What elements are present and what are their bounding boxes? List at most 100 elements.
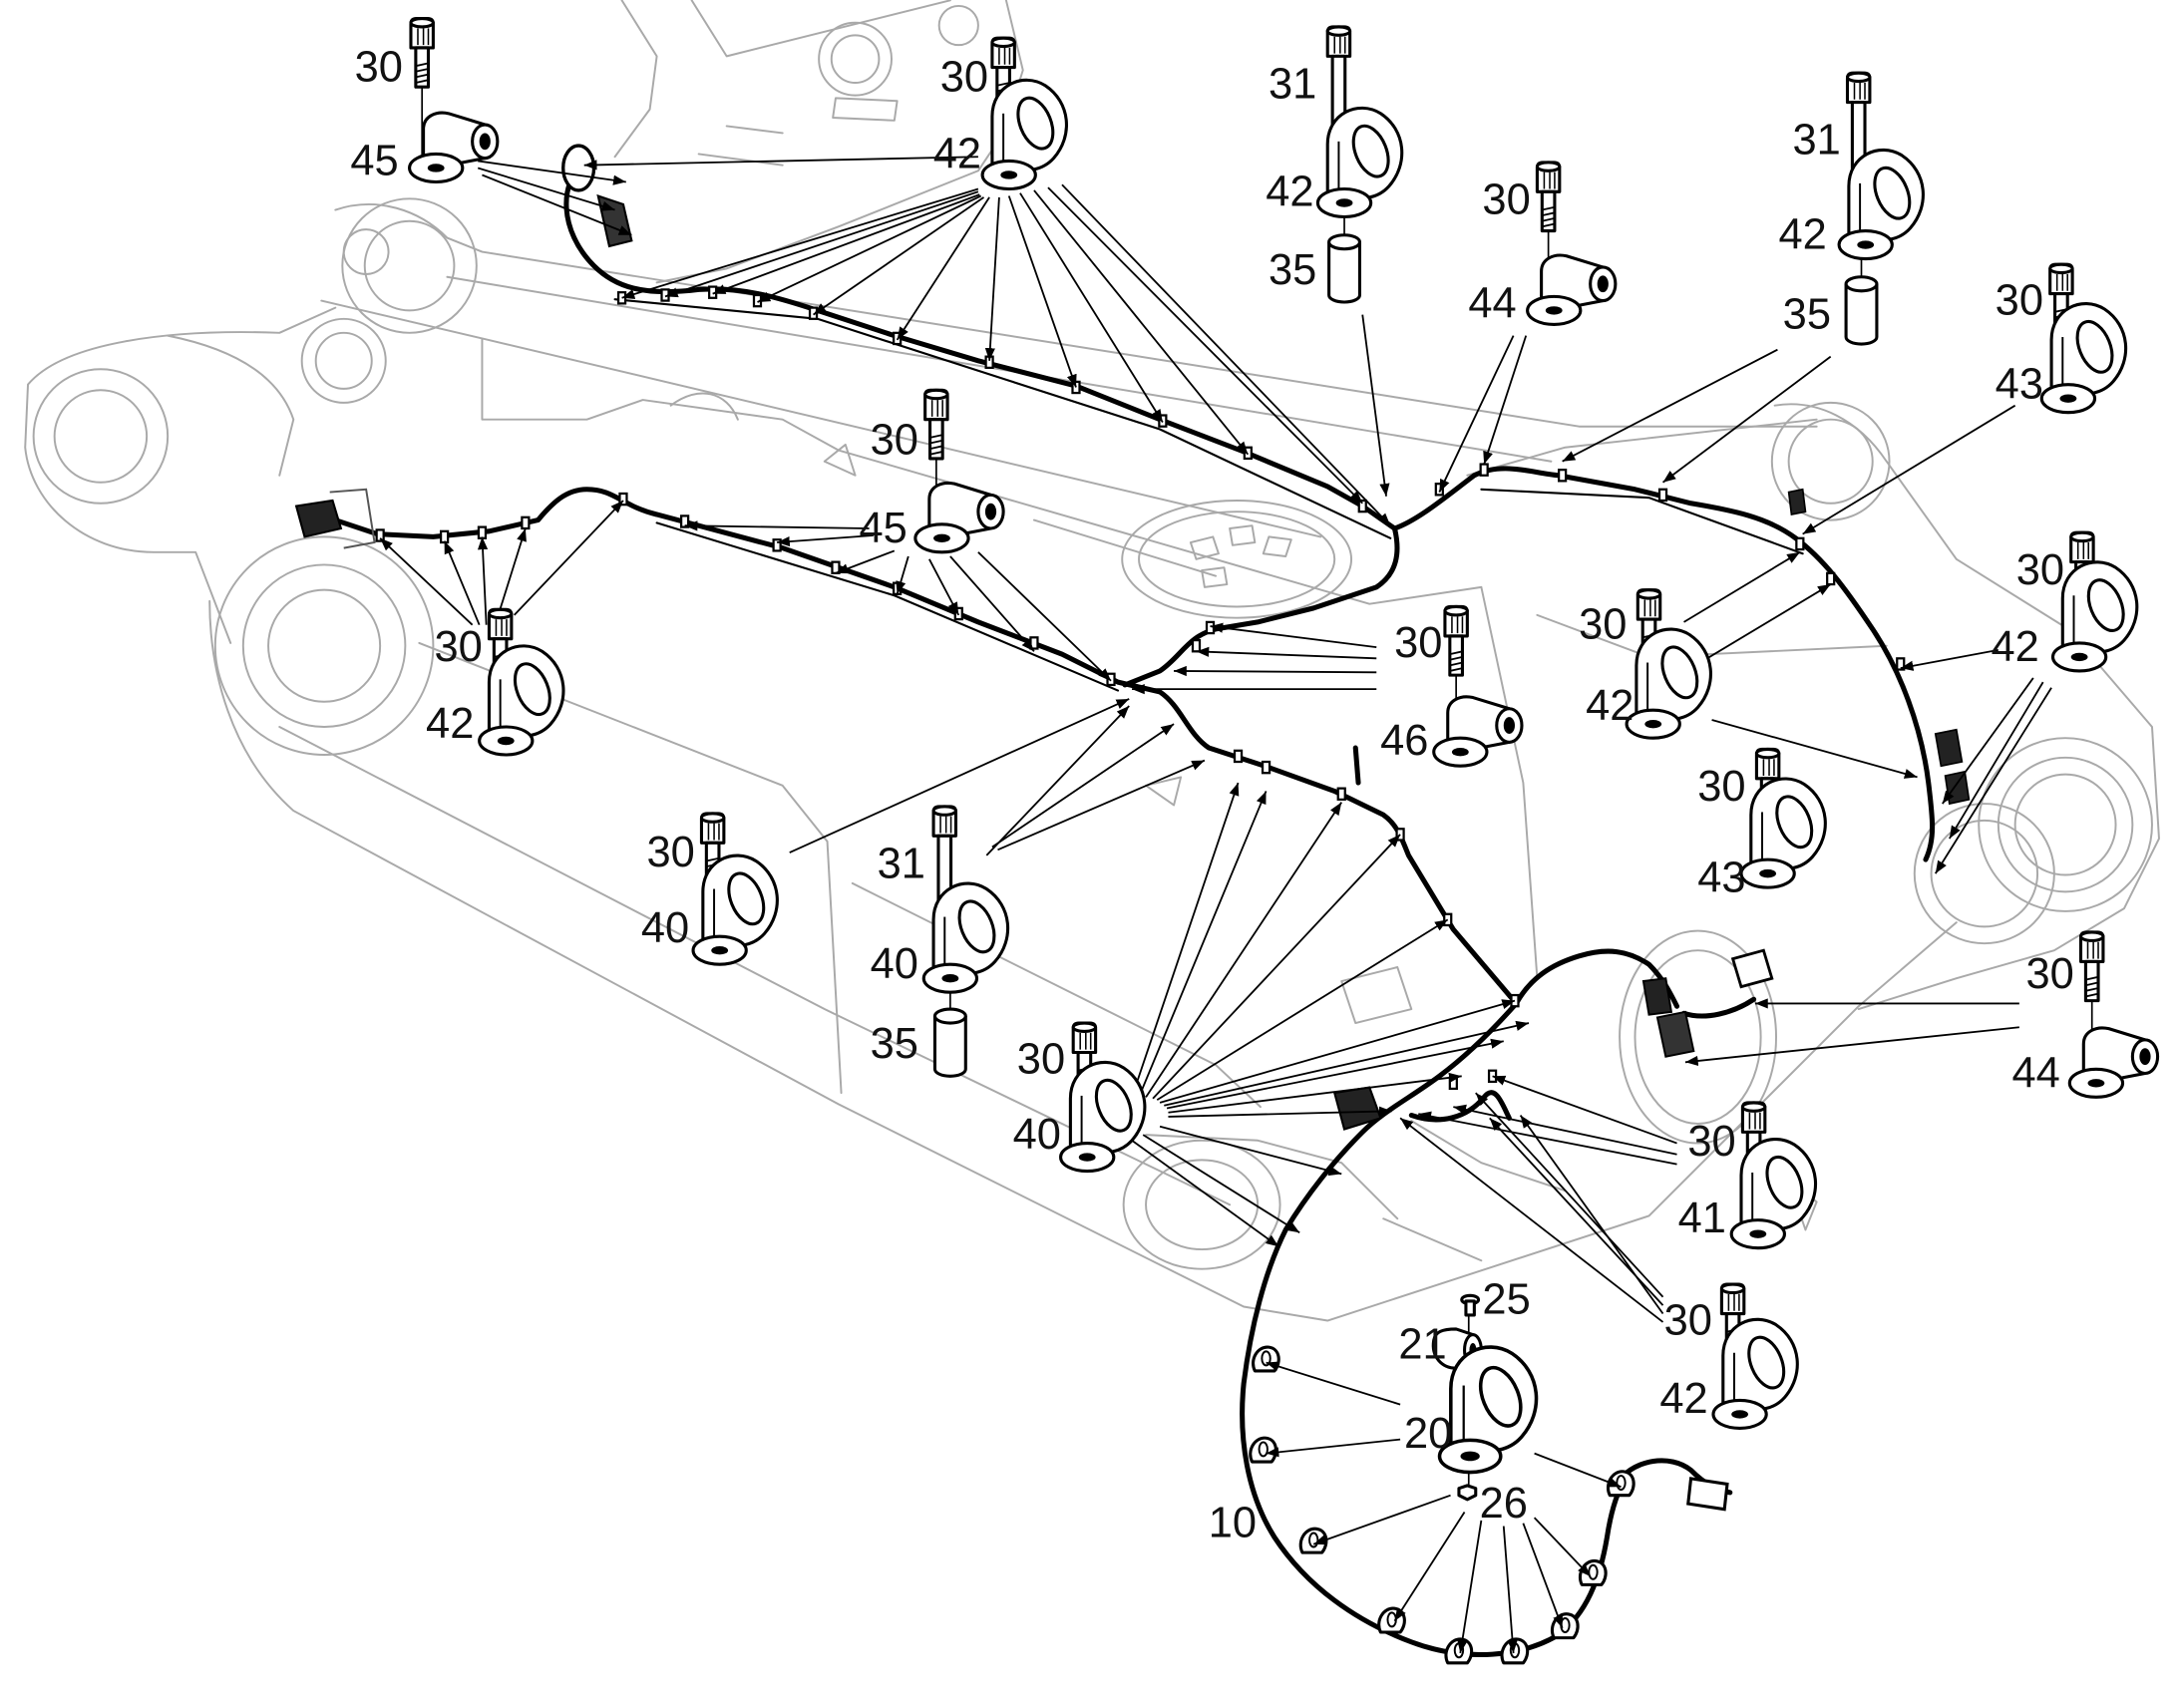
harness-loop-clip-icon: [1444, 1637, 1474, 1665]
leader-arrow: [977, 551, 1112, 682]
cable-tie-mark: [1826, 571, 1836, 586]
leader-arrow: [1007, 195, 1077, 388]
leader-arrow: [1174, 665, 1377, 677]
p-clamp-icon: [478, 644, 565, 757]
leader-arrow: [757, 194, 982, 303]
spacer-sleeve-icon: [1327, 233, 1361, 304]
callout-number: 45: [859, 505, 907, 552]
callout-number: 35: [1269, 246, 1316, 294]
harness-loop-clip-icon: [1249, 1436, 1277, 1464]
leader-arrow: [1266, 1361, 1401, 1406]
side-plate-mid-edge: [481, 337, 1483, 605]
fastener-parts: [408, 16, 2160, 1502]
leader-arrow: [1534, 1452, 1622, 1489]
leader-arrow: [1168, 1106, 1392, 1118]
leader-arrow: [1492, 1075, 1677, 1145]
leader-arrow: [1393, 1512, 1466, 1622]
right-top-connector: [1787, 488, 1807, 515]
cable-tie-mark: [1795, 536, 1805, 551]
leader-arrow: [495, 527, 527, 623]
leader-arrow: [514, 500, 624, 616]
callout-number: 31: [1793, 116, 1841, 164]
leader-arrow: [477, 536, 489, 625]
cable-tie-mark: [439, 529, 450, 544]
leader-arrow: [1312, 1494, 1451, 1545]
leader-arrow: [1138, 791, 1268, 1098]
leader-arrow: [1502, 1526, 1518, 1654]
leader-arrow: [583, 156, 978, 171]
p-clamp-icon: [1739, 777, 1827, 889]
lower-left-boss-outer: [213, 535, 435, 756]
upper-boss-outline: [818, 21, 893, 97]
left-connector-bracket: [329, 488, 376, 549]
leader-arrow: [777, 534, 874, 547]
leader-arrow: [1418, 1111, 1677, 1166]
callout-number: 30: [1697, 763, 1745, 811]
leader-arrow: [443, 540, 481, 626]
leader-arrow: [1661, 355, 1832, 484]
leader-arrow: [1033, 189, 1250, 456]
right-boss-inner: [2013, 773, 2117, 876]
left-boss-outer: [32, 368, 170, 505]
cap-screw-icon: [2078, 930, 2105, 1003]
right-top-boss-outer: [1770, 401, 1891, 521]
center-plate-outer: [1121, 499, 1353, 619]
cable-tie-mark: [1657, 488, 1668, 503]
cable-tie-mark: [1233, 749, 1244, 764]
leader-arrow: [1152, 834, 1401, 1100]
callout-number: 31: [1269, 60, 1316, 108]
left-end-plate: [24, 306, 337, 644]
small-screw-icon: [1460, 1293, 1481, 1317]
callout-number: 25: [1482, 1276, 1530, 1324]
harness-short-lead: [1352, 745, 1361, 786]
leader-arrow: [1438, 335, 1515, 493]
right-frame-top: [1466, 418, 1818, 477]
leader-arrows: [379, 156, 2052, 1654]
leader-arrow: [1935, 687, 2052, 874]
p-clamp-icon: [1315, 106, 1404, 219]
callout-number: 40: [641, 904, 689, 952]
harness-top-beam-run: [563, 161, 1398, 531]
callout-number: 42: [1659, 1375, 1707, 1423]
upper-housing-outline: [613, 0, 1024, 284]
leader-arrow: [949, 555, 1035, 652]
harness-loop-clip-icon: [1578, 1558, 1608, 1586]
callout-number: 30: [871, 417, 918, 465]
harness-loop-clip-icon: [1500, 1637, 1530, 1665]
p-clamp-icon: [1059, 1060, 1147, 1174]
tube-clamp-icon: [1526, 253, 1618, 326]
top-left-boss-outer: [341, 197, 478, 334]
callout-number: 10: [1209, 1500, 1257, 1547]
p-clamp-icon: [1625, 627, 1712, 740]
leader-arrow: [835, 549, 896, 574]
lower-mount-outer: [1122, 1139, 1281, 1270]
cap-screw-icon: [1443, 604, 1469, 677]
callout-number: 43: [1697, 854, 1745, 901]
end-connector-body: [1686, 1477, 1729, 1512]
callout-number: 44: [1468, 279, 1516, 327]
callout-number: 42: [1266, 168, 1313, 215]
right-connector-box: [1730, 948, 1774, 989]
upper-plate-detail: [697, 97, 899, 167]
callout-number: 31: [878, 840, 925, 887]
cable-tie-mark: [1357, 499, 1367, 513]
right-lower-boss-outer: [1913, 803, 2055, 945]
leader-arrow: [1210, 622, 1377, 649]
callout-number: 30: [1664, 1297, 1712, 1345]
callout-number: 30: [355, 44, 403, 92]
leader-arrow: [477, 167, 615, 211]
right-lower-boss-inner: [1930, 819, 2039, 928]
leader-arrow: [1196, 646, 1377, 660]
leader-arrow: [712, 193, 980, 295]
leader-arrow: [1711, 719, 1918, 779]
callout-number: 35: [871, 1020, 918, 1068]
leader-arrow: [1266, 1438, 1401, 1458]
callout-number: 40: [871, 940, 918, 988]
lower-left-boss-mid: [241, 563, 407, 728]
top-left-connector-body: [596, 193, 633, 248]
cable-tie-mark: [1558, 469, 1568, 483]
left-pin-inner: [314, 331, 373, 390]
center-plate-marks: [1189, 524, 1292, 588]
leader-arrow: [813, 196, 985, 316]
